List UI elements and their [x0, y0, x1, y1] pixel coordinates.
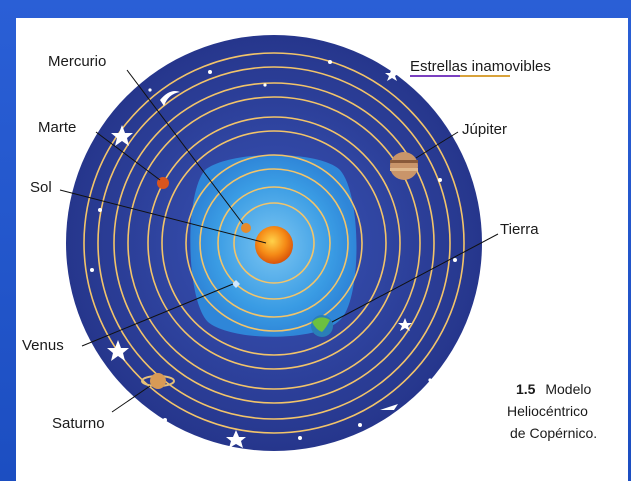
- leader-jupiter: [415, 131, 459, 159]
- orbit-mercury: [233, 202, 315, 284]
- stars: [90, 60, 457, 448]
- star-dot: [148, 88, 152, 92]
- star-dot: [98, 208, 102, 212]
- caption-line2: Heliocéntrico: [507, 403, 588, 419]
- caption-line1: Modelo: [545, 381, 591, 397]
- leader-lines: [59, 69, 499, 413]
- star-dot: [328, 60, 332, 64]
- orbit-earth-outer: [185, 154, 363, 332]
- orbit-mars-outer: [147, 116, 401, 370]
- star-dot: [263, 83, 267, 87]
- label-estrellas: Estrellas inamovibles: [410, 58, 551, 75]
- leader-sol: [59, 189, 267, 244]
- star-dot: [163, 418, 167, 422]
- leader-marte: [95, 131, 161, 181]
- orbits: [83, 52, 465, 434]
- star-dot: [298, 436, 302, 440]
- orbit-earth: [199, 168, 349, 318]
- planet-mercury: [241, 223, 251, 233]
- leader-venus: [81, 283, 234, 347]
- leader-saturno: [111, 385, 151, 413]
- planet-jupiter: [390, 152, 418, 180]
- star-icon: [111, 125, 133, 146]
- star-dot: [208, 70, 212, 74]
- label-saturno: Saturno: [52, 415, 105, 432]
- star-dot: [358, 423, 362, 427]
- star-icon: [398, 318, 412, 331]
- orbit-jupiter-outer: [113, 82, 435, 404]
- star-icon: [107, 340, 129, 361]
- label-jupiter: Júpiter: [462, 121, 507, 138]
- label-venus: Venus: [22, 337, 64, 354]
- star-dot: [438, 178, 442, 182]
- star-dot: [90, 268, 94, 272]
- star-icon: [226, 430, 246, 448]
- orbit-saturn: [97, 66, 451, 420]
- caption-line3: de Copérnico.: [510, 425, 597, 441]
- leader-tierra: [331, 233, 499, 323]
- figure-caption: 1.5 Modelo Heliocéntrico de Copérnico.: [507, 381, 597, 441]
- star-dot: [428, 378, 432, 382]
- estrellas-underline: [410, 75, 510, 77]
- caption-number: 1.5: [516, 381, 536, 397]
- orbit-venus: [217, 186, 331, 300]
- planet-earth: [311, 315, 333, 337]
- label-sol: Sol: [30, 179, 52, 196]
- sun: [255, 226, 293, 264]
- planet-saturn: [141, 373, 175, 389]
- label-mercurio: Mercurio: [48, 53, 106, 70]
- svg-text:1.5 Modelo: 1.5 Modelo: [516, 381, 591, 397]
- orbit-saturn-outer: [83, 52, 465, 434]
- comet-icon: [160, 91, 180, 106]
- label-tierra: Tierra: [500, 221, 539, 238]
- planet-venus: [232, 280, 240, 288]
- label-marte: Marte: [38, 119, 76, 136]
- orbit-mars: [161, 130, 387, 356]
- orbit-jupiter: [127, 96, 421, 390]
- star-icon: [385, 68, 399, 81]
- star-dot: [453, 258, 457, 262]
- comet-icon: [380, 404, 398, 410]
- leader-mercurio: [126, 69, 244, 225]
